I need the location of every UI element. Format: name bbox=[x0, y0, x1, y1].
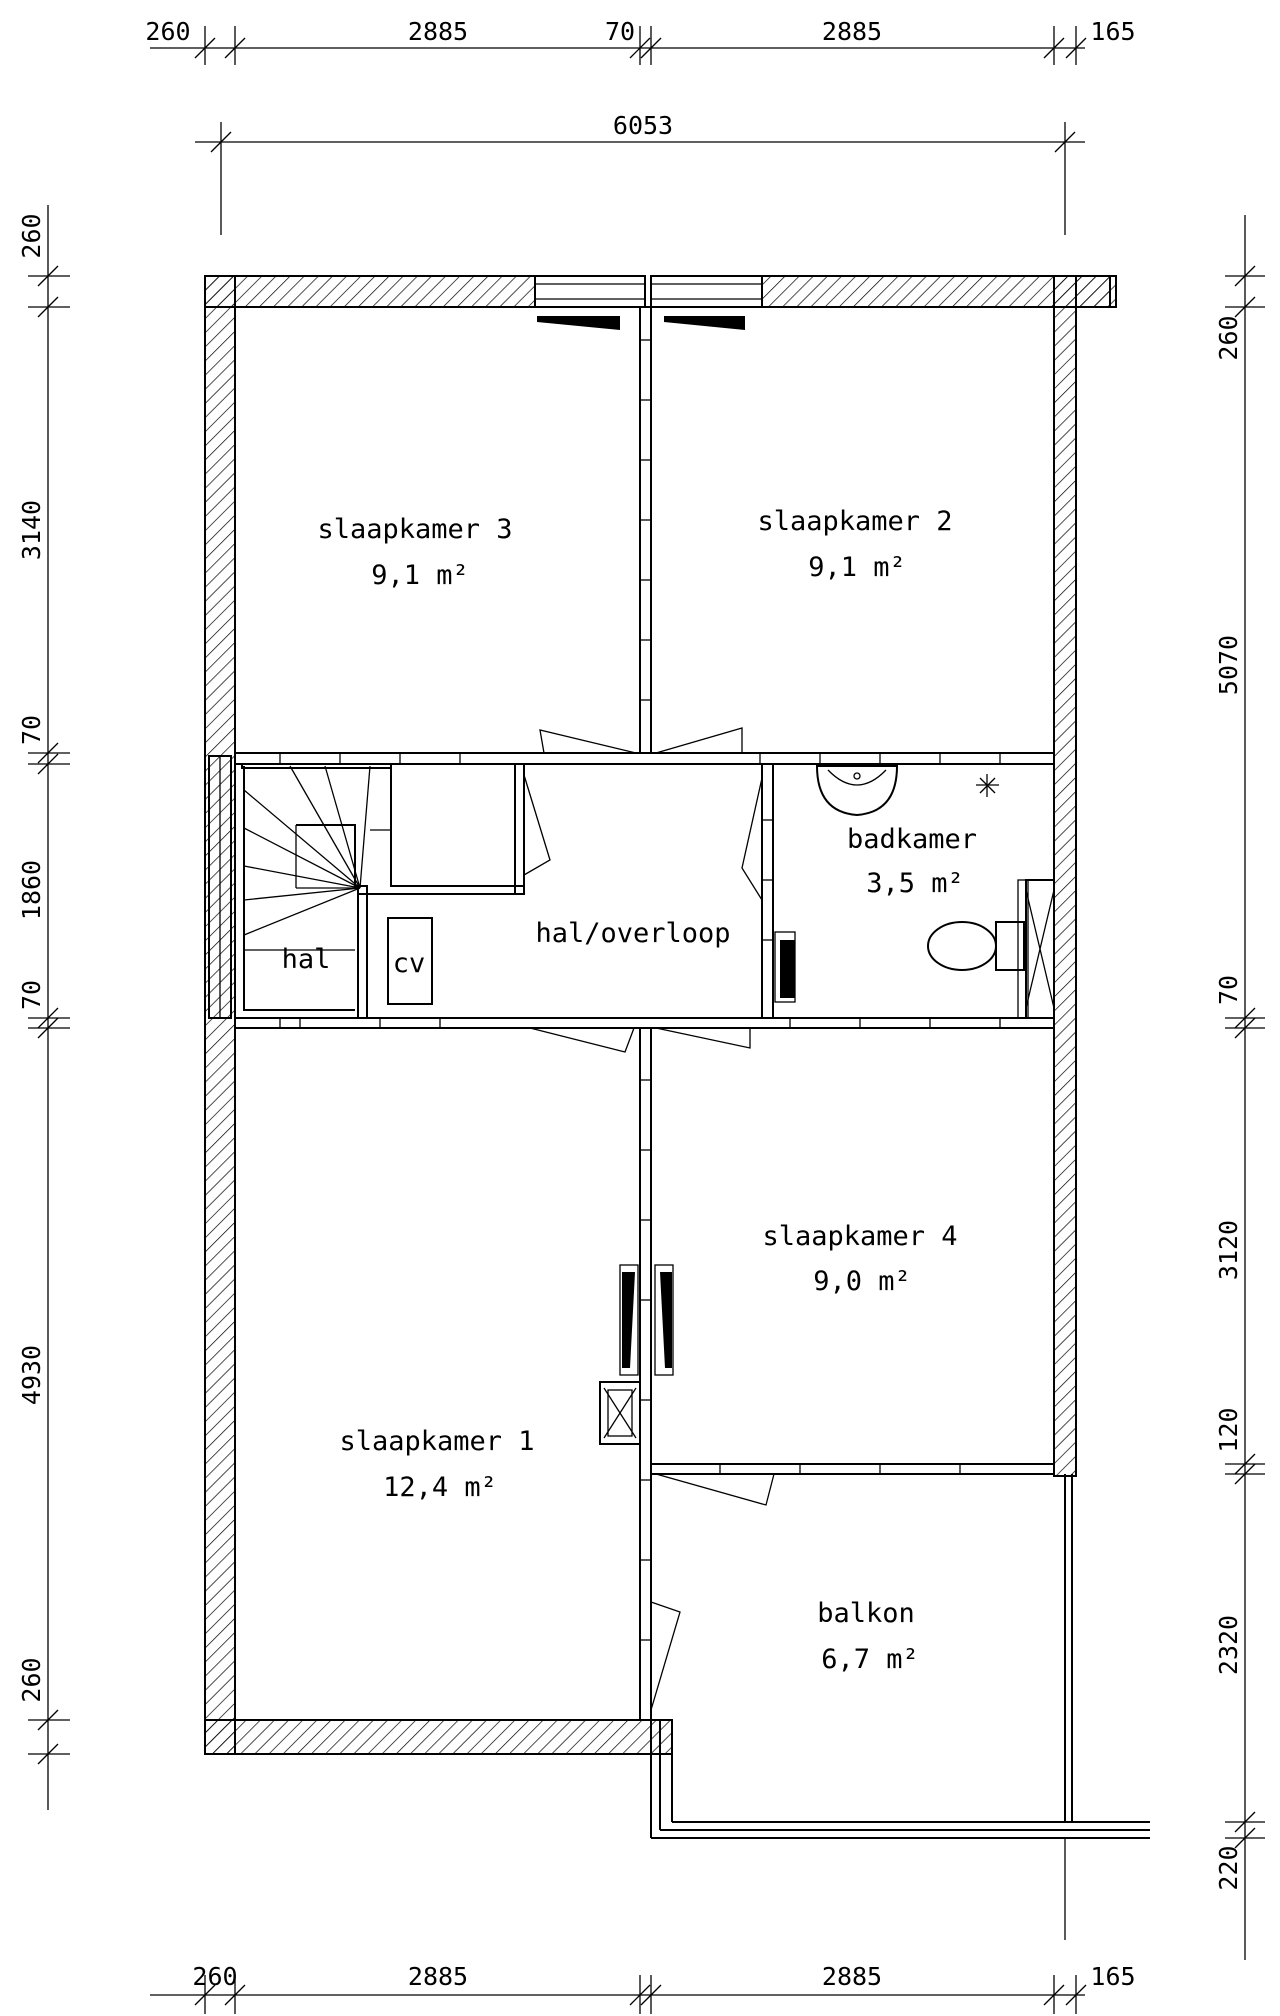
top-windows bbox=[534, 275, 763, 330]
dim-right-6: 220 bbox=[1214, 1845, 1243, 1890]
room-area-balkon: 6,7 m² bbox=[821, 1644, 919, 1675]
dim-right-5: 2320 bbox=[1214, 1615, 1243, 1675]
balcony bbox=[650, 275, 1150, 1839]
room-name-badkamer: badkamer bbox=[847, 824, 977, 855]
dim-bottom-0: 260 bbox=[192, 1962, 237, 1991]
room-name-slaapkamer-2: slaapkamer 2 bbox=[757, 506, 952, 537]
room-area-slaapkamer-4: 9,0 m² bbox=[813, 1266, 911, 1297]
doors bbox=[523, 727, 796, 1711]
room-area-slaapkamer-2: 9,1 m² bbox=[808, 552, 906, 583]
room-area-slaapkamer-1: 12,4 m² bbox=[383, 1472, 497, 1503]
room-labels: slaapkamer 3 9,1 m² slaapkamer 2 9,1 m² … bbox=[282, 506, 977, 1675]
room-name-hal: hal bbox=[282, 944, 331, 975]
toilet-icon bbox=[927, 921, 1025, 971]
dim-bottom-2: 2885 bbox=[822, 1962, 882, 1991]
room-name-slaapkamer-1: slaapkamer 1 bbox=[339, 1426, 534, 1457]
dim-right-4: 120 bbox=[1214, 1407, 1243, 1452]
sink-icon bbox=[815, 765, 899, 817]
dim-left-4: 70 bbox=[17, 980, 46, 1010]
dim-top-0: 260 bbox=[145, 17, 190, 46]
dim-overall: 6053 bbox=[613, 111, 673, 140]
dimension-lines bbox=[28, 26, 1265, 2014]
dim-right-3: 3120 bbox=[1214, 1220, 1243, 1280]
dim-bottom-1: 2885 bbox=[408, 1962, 468, 1991]
wall-top-left bbox=[204, 275, 536, 308]
dim-right-1: 5070 bbox=[1214, 635, 1243, 695]
bathroom-fixtures bbox=[815, 765, 1055, 1019]
exterior-walls bbox=[204, 275, 1111, 1755]
dim-top-4: 165 bbox=[1090, 17, 1135, 46]
dim-left-0: 260 bbox=[17, 213, 46, 258]
room-area-badkamer: 3,5 m² bbox=[866, 868, 964, 899]
dim-top-2: 70 bbox=[605, 17, 635, 46]
dimension-ticks bbox=[37, 37, 1256, 2006]
cv-unit bbox=[387, 917, 433, 1005]
staircase bbox=[243, 765, 391, 1011]
dim-left-1: 3140 bbox=[17, 500, 46, 560]
dim-top-1: 2885 bbox=[408, 17, 468, 46]
dim-right-0: 260 bbox=[1214, 315, 1243, 360]
dim-left-6: 260 bbox=[17, 1657, 46, 1702]
room-name-cv: cv bbox=[393, 948, 426, 979]
room-name-slaapkamer-3: slaapkamer 3 bbox=[317, 514, 512, 545]
dim-right-2: 70 bbox=[1214, 975, 1243, 1005]
wall-bottom bbox=[204, 1719, 673, 1755]
dim-left-5: 4930 bbox=[17, 1345, 46, 1405]
interior-walls bbox=[208, 306, 1055, 1721]
drain-icon bbox=[976, 774, 999, 797]
dim-bottom-3: 165 bbox=[1090, 1962, 1135, 1991]
room-name-slaapkamer-4: slaapkamer 4 bbox=[762, 1221, 957, 1252]
dim-left-3: 1860 bbox=[17, 860, 46, 920]
room-name-balkon: balkon bbox=[817, 1598, 915, 1629]
dim-left-2: 70 bbox=[17, 715, 46, 745]
dimension-labels: 260 2885 70 2885 165 6053 260 2885 2885 … bbox=[17, 17, 1243, 1991]
room-name-hal-overloop: hal/overloop bbox=[535, 918, 730, 949]
room-area-slaapkamer-3: 9,1 m² bbox=[371, 560, 469, 591]
dim-top-3: 2885 bbox=[822, 17, 882, 46]
wall-right bbox=[1053, 275, 1077, 1477]
